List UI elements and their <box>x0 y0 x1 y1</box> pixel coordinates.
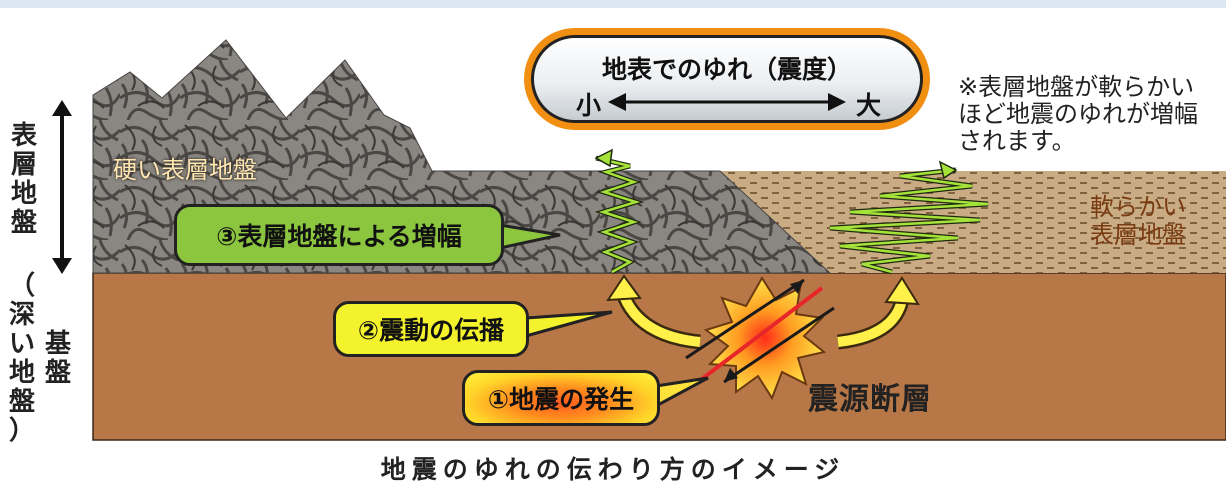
diagram-caption: 地震のゆれの伝わり方のイメージ <box>380 455 846 484</box>
surface-ground-vertical-label: 表 層 地 盤 <box>10 121 37 238</box>
double-headed-arrow-icon <box>608 93 846 111</box>
scale-large-label: 大 <box>856 91 882 120</box>
top-banner-strip <box>0 0 1226 8</box>
seismic-wave-right <box>829 160 989 275</box>
soft-ground-label: 軟らかい 表層地盤 <box>1090 193 1186 249</box>
amplification-note: ※表層地盤が軟らかい ほど地震のゆれが増幅 されます。 <box>958 74 1198 155</box>
fault-label: 震源断層 <box>808 382 932 417</box>
fault-line-red <box>696 286 824 384</box>
bedrock-layer <box>92 272 1226 441</box>
fault-arrow-upper <box>685 278 805 360</box>
shaking-scale-title: 地表でのゆれ（震度） <box>601 55 852 84</box>
shaking-intensity-scale: 地表でのゆれ（震度） 小 大 <box>524 28 930 130</box>
step2-callout: ②震動の伝播 <box>333 301 529 357</box>
step1-callout: ①地震の発生 <box>462 370 660 426</box>
hard-ground-label: 硬い表層地盤 <box>113 156 257 184</box>
deep-ground-vertical-label: （ 深 い 地 盤 ） <box>8 271 35 446</box>
base-rock-vertical-label: 基 盤 <box>44 329 71 388</box>
step3-callout: ③表層地盤による増幅 <box>174 204 504 266</box>
seismic-wave-left <box>594 148 645 275</box>
fault-arrow-lower <box>723 306 835 384</box>
scale-small-label: 小 <box>576 91 602 120</box>
